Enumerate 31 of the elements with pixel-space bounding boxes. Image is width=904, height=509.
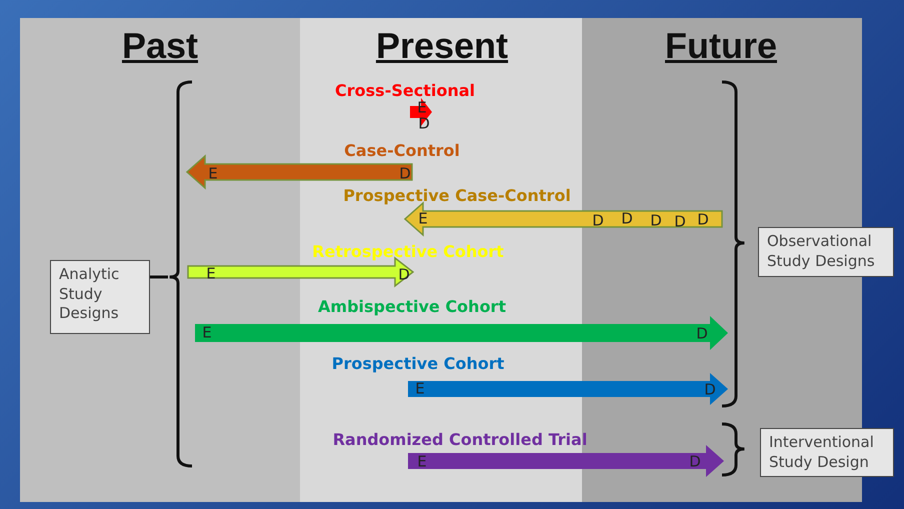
column-heading: Past (122, 28, 198, 64)
disease-letter: D (592, 214, 604, 228)
design-label: Case-Control (344, 143, 460, 159)
disease-letter: D (650, 214, 662, 228)
column-heading: Future (665, 28, 777, 64)
disease-letter: D (704, 382, 716, 398)
design-label: Cross-Sectional (335, 83, 475, 99)
column-heading: Present (376, 28, 508, 64)
disease-letter: D (621, 212, 633, 226)
disease-letter: D (697, 212, 709, 228)
exposure-letter: E (206, 266, 216, 282)
design-label: Prospective Case-Control (343, 188, 571, 204)
design-label: Ambispective Cohort (318, 299, 506, 315)
category-box: Analytic Study Designs (50, 260, 150, 334)
exposure-letter: E (208, 166, 218, 182)
disease-letter: D (689, 454, 701, 470)
exposure-letter: E (202, 326, 212, 340)
category-box: Interventional Study Design (760, 428, 894, 477)
exposure-letter: E (417, 100, 427, 116)
exposure-letter: E (417, 454, 427, 470)
design-label: Randomized Controlled Trial (332, 432, 588, 448)
design-label: Retrospective Cohort (312, 244, 504, 260)
disease-letter: D (398, 268, 410, 282)
design-label: Prospective Cohort (332, 356, 504, 372)
category-box: Observational Study Designs (758, 227, 894, 277)
exposure-letter: E (415, 382, 425, 396)
disease-letter: D (399, 166, 411, 182)
exposure-letter: E (418, 212, 428, 226)
disease-letter: D (696, 326, 708, 342)
disease-letter: D (418, 116, 430, 132)
disease-letter: D (674, 214, 686, 230)
